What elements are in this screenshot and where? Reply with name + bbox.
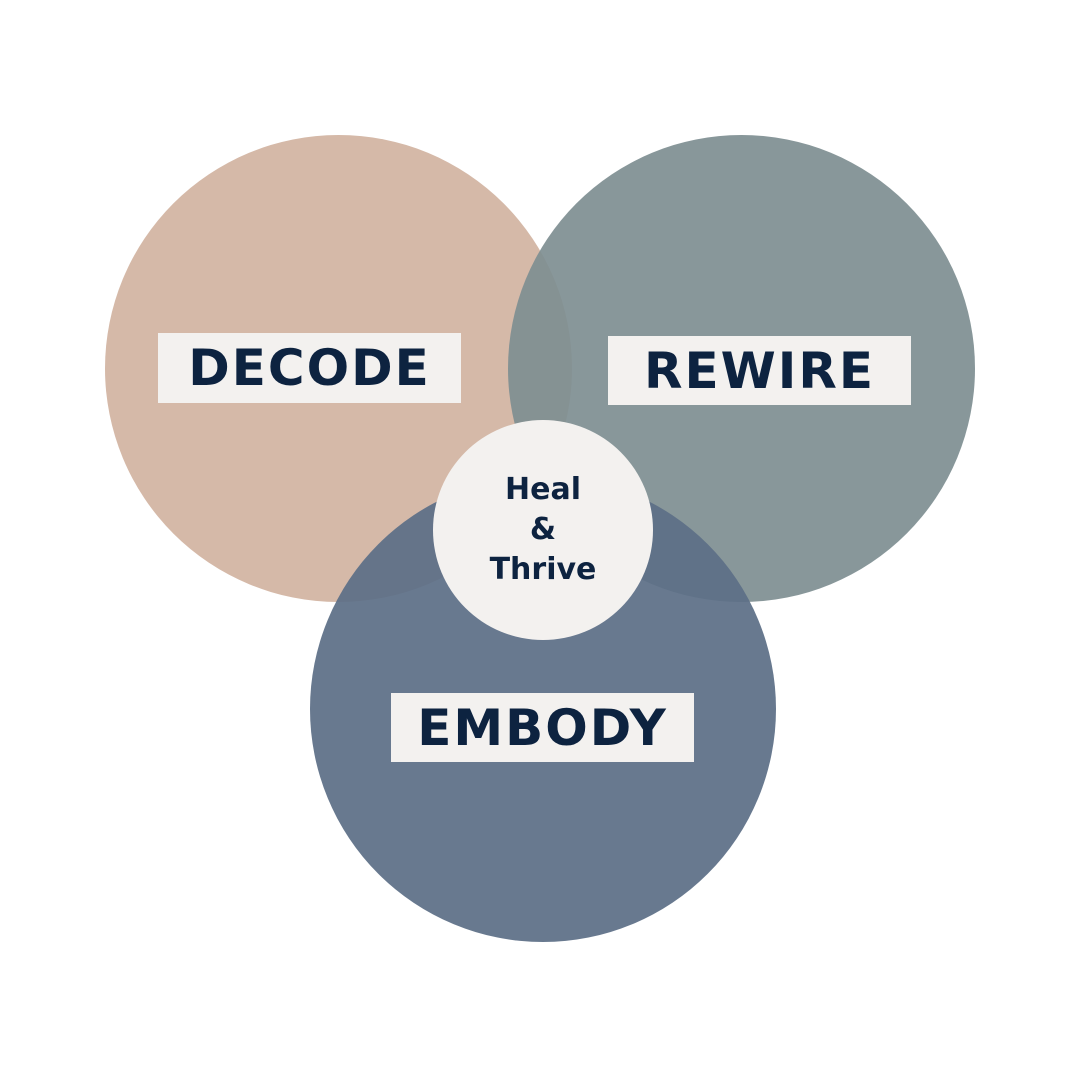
rewire-label: REWIRE [608, 336, 911, 405]
center-text-thrive: Thrive [489, 552, 597, 587]
center-text-ampersand: & [529, 512, 557, 547]
center-text-heal: Heal [505, 472, 581, 507]
embody-label: EMBODY [391, 693, 694, 762]
decode-label: DECODE [158, 333, 461, 403]
center-circle: Heal & Thrive [433, 420, 653, 640]
